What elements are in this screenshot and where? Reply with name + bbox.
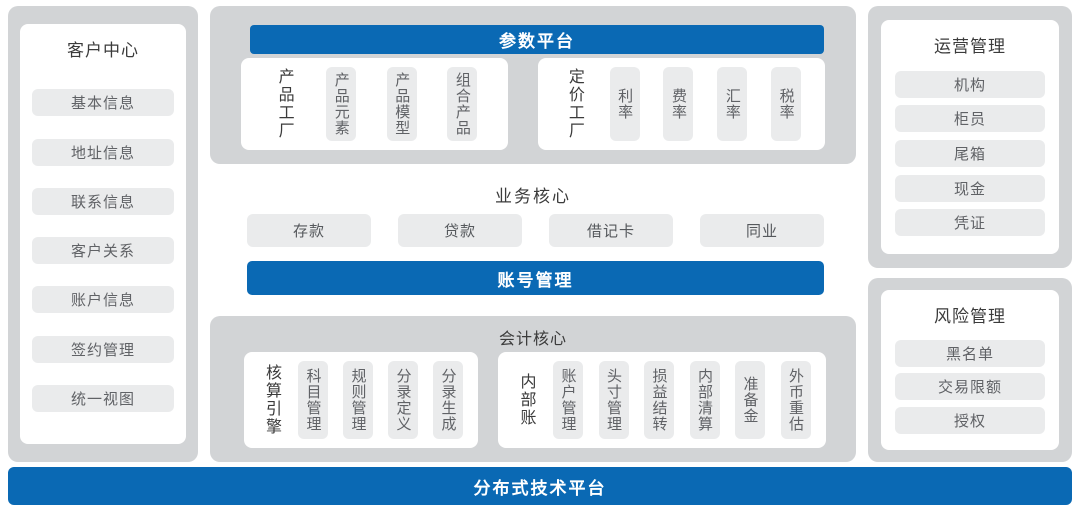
business-core-item: 存款	[247, 214, 371, 247]
business-core-item: 同业	[700, 214, 824, 247]
operations-management-title: 运营管理	[934, 37, 1006, 56]
customer-item: 地址信息	[32, 138, 174, 166]
pricing-factory-item: 税率	[771, 67, 802, 141]
operations-item: 机构	[895, 70, 1045, 98]
internal-ledger-title: 内部账	[517, 373, 535, 427]
risk-management-items: 黑名单 交易限额 授权	[881, 327, 1059, 450]
internal-ledger-item: 损益结转	[644, 361, 674, 439]
pricing-factory-group: 定价工厂 利率 费率 汇率 税率	[538, 58, 825, 150]
customer-item: 联系信息	[32, 187, 174, 215]
customer-center-title: 客户中心	[67, 41, 139, 60]
risk-management-panel: 风险管理 黑名单 交易限额 授权	[868, 278, 1072, 462]
customer-center-inner: 客户中心 基本信息 地址信息 联系信息 客户关系 账户信息 签约管理 统一视图	[20, 24, 186, 444]
internal-ledger-group: 内部账 账户管理 头寸管理 损益结转 内部清算 准备金 外币重估	[498, 352, 826, 448]
risk-item: 授权	[895, 406, 1045, 434]
business-core-items: 存款 贷款 借记卡 同业	[247, 214, 824, 247]
customer-item: 签约管理	[32, 335, 174, 363]
business-core-item: 贷款	[398, 214, 522, 247]
accounting-engine-item: 规则管理	[343, 361, 373, 439]
product-factory-item: 组合产品	[447, 67, 478, 141]
pricing-factory-item: 利率	[609, 67, 640, 141]
risk-item: 黑名单	[895, 339, 1045, 367]
customer-center-items: 基本信息 地址信息 联系信息 客户关系 账户信息 签约管理 统一视图	[20, 61, 186, 444]
operations-item: 凭证	[895, 209, 1045, 237]
pricing-factory-item: 费率	[663, 67, 694, 141]
customer-item: 统一视图	[32, 384, 174, 412]
parameter-platform-header: 参数平台	[250, 25, 824, 54]
customer-item: 账户信息	[32, 286, 174, 314]
internal-ledger-item: 外币重估	[780, 361, 811, 439]
operations-management-items: 机构 柜员 尾箱 现金 凭证	[881, 57, 1059, 254]
product-factory-item: 产品元素	[326, 67, 357, 141]
accounting-engine-item: 分录生成	[433, 361, 463, 439]
internal-ledger-item: 头寸管理	[598, 361, 629, 439]
operations-item: 柜员	[895, 105, 1045, 133]
internal-ledger-item: 准备金	[735, 361, 765, 439]
accounting-engine-title: 核算引擎	[263, 364, 280, 436]
tech-platform-bar: 分布式技术平台	[8, 467, 1072, 505]
customer-center-panel: 客户中心 基本信息 地址信息 联系信息 客户关系 账户信息 签约管理 统一视图	[8, 6, 198, 462]
business-core-title: 业务核心	[495, 187, 571, 206]
operations-management-panel: 运营管理 机构 柜员 尾箱 现金 凭证	[868, 6, 1072, 268]
product-factory-item: 产品模型	[386, 67, 417, 141]
product-factory-title: 产品工厂	[275, 68, 293, 140]
pricing-factory-title: 定价工厂	[565, 68, 583, 140]
accounting-engine-item: 分录定义	[388, 361, 418, 439]
accounting-engine-item: 科目管理	[298, 361, 328, 439]
accounting-engine-group: 核算引擎 科目管理 规则管理 分录定义 分录生成	[244, 352, 478, 448]
customer-item: 基本信息	[32, 89, 174, 117]
operations-management-inner: 运营管理 机构 柜员 尾箱 现金 凭证	[881, 20, 1059, 254]
customer-item: 客户关系	[32, 237, 174, 264]
parameter-platform-panel: 参数平台 产品工厂 产品元素 产品模型 组合产品 定价工厂 利率 费率 汇率 税…	[210, 6, 856, 164]
operations-item: 尾箱	[895, 139, 1045, 167]
accounting-core-panel: 会计核心 核算引擎 科目管理 规则管理 分录定义 分录生成 内部账 账户管理 头…	[210, 316, 856, 462]
internal-ledger-item: 内部清算	[689, 361, 720, 439]
internal-ledger-item: 账户管理	[553, 361, 583, 439]
product-factory-group: 产品工厂 产品元素 产品模型 组合产品	[241, 58, 508, 150]
pricing-factory-item: 汇率	[717, 67, 748, 141]
risk-management-inner: 风险管理 黑名单 交易限额 授权	[881, 290, 1059, 450]
business-core-item: 借记卡	[549, 214, 673, 247]
risk-item: 交易限额	[895, 373, 1045, 400]
account-management-bar: 账号管理	[247, 261, 824, 295]
risk-management-title: 风险管理	[934, 307, 1006, 326]
operations-item: 现金	[895, 174, 1045, 202]
accounting-core-title: 会计核心	[498, 331, 567, 348]
